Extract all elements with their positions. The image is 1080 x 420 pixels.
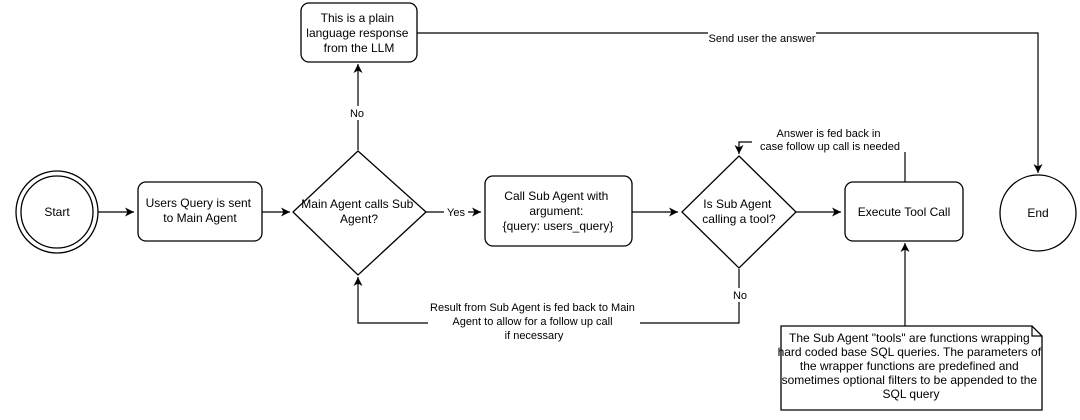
edge-execute-tool-feedback-to-is-sub-agent: Answer is fed back in case follow up cal… [734, 126, 908, 182]
users-query-node: Users Query is sent to Main Agent [137, 181, 263, 242]
is-sub-agent-decision-node: Is Sub Agent calling a tool? [681, 155, 797, 269]
edge-label-no-sub: No [733, 290, 747, 302]
call-sub-agent-label: Call Sub Agent with argument: {query: us… [503, 189, 614, 233]
users-query-label: Users Query is sent to Main Agent [146, 196, 255, 225]
edge-plain-response-to-end: Send user the answer [417, 31, 1043, 173]
edge-is-sub-agent-no-to-main-agent: No Result from Sub Agent is fed back to … [353, 269, 750, 342]
sql-tools-note: The Sub Agent "tools" are functions wrap… [778, 325, 1045, 411]
edge-main-agent-yes-to-call-sub-agent: Yes [426, 205, 481, 219]
execute-tool-node: Execute Tool Call [844, 181, 964, 242]
edge-label-send-answer: Send user the answer [708, 33, 815, 45]
main-agent-label: Main Agent calls Sub Agent? [301, 197, 416, 226]
start-node: Start [15, 170, 99, 254]
main-agent-decision-node: Main Agent calls Sub Agent? [292, 150, 427, 276]
end-label: End [1027, 206, 1048, 220]
edge-main-agent-no-to-plain-response: No [346, 64, 370, 150]
edge-label-no-main: No [350, 108, 364, 120]
is-sub-agent-label: Is Sub Agent calling a tool? [702, 197, 776, 226]
sql-tools-note-text: The Sub Agent "tools" are functions wrap… [778, 331, 1045, 401]
plain-response-label: This is a plain language response from t… [306, 11, 411, 55]
start-label: Start [44, 205, 70, 219]
execute-tool-label: Execute Tool Call [858, 205, 951, 219]
end-node: End [999, 174, 1077, 252]
call-sub-agent-node: Call Sub Agent with argument: {query: us… [484, 175, 633, 247]
edge-label-answer-fed-back: Answer is fed back in case follow up cal… [760, 128, 900, 153]
edge-label-result-fed-back: Result from Sub Agent is fed back to Mai… [430, 302, 638, 342]
plain-response-node: This is a plain language response from t… [300, 2, 418, 63]
edge-label-yes: Yes [447, 207, 465, 219]
